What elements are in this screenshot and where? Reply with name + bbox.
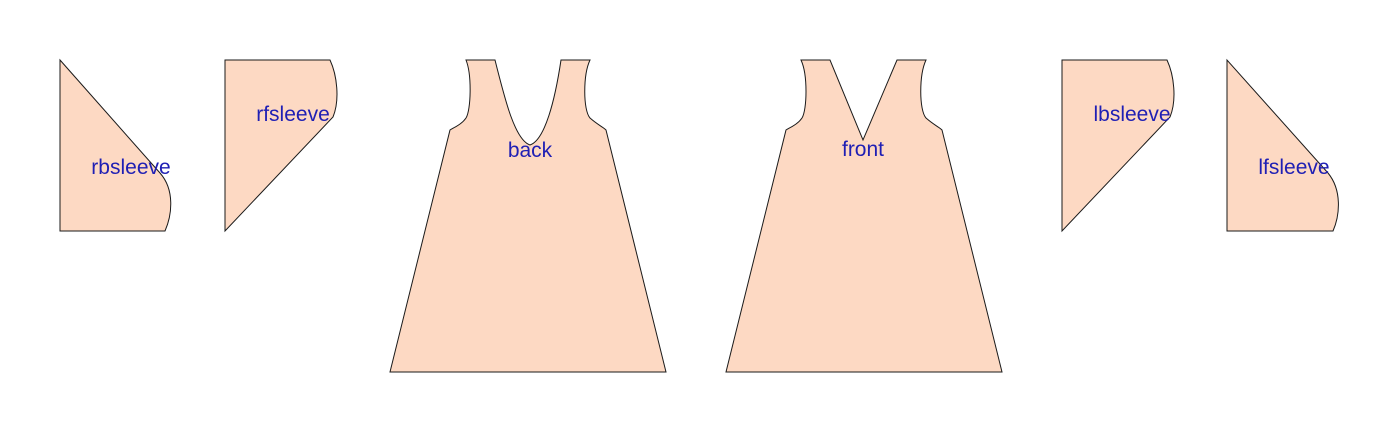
- rbsleeve-shape: [59, 58, 172, 232]
- back-shape: [389, 59, 667, 373]
- lbsleeve-piece: lbsleeve: [1061, 59, 1175, 233]
- rbsleeve-label: rbsleeve: [91, 156, 170, 179]
- front-label: front: [842, 138, 884, 161]
- rbsleeve-piece: rbsleeve: [59, 58, 172, 232]
- rfsleeve-piece: rfsleeve: [224, 59, 338, 233]
- lfsleeve-piece: lfsleeve: [1226, 58, 1339, 232]
- front-piece: front: [725, 59, 1003, 373]
- back-label: back: [508, 139, 553, 162]
- lfsleeve-label: lfsleeve: [1258, 156, 1329, 179]
- lfsleeve-shape: [1226, 58, 1339, 232]
- rfsleeve-label: rfsleeve: [256, 103, 330, 126]
- rfsleeve-shape: [224, 59, 338, 233]
- front-shape: [725, 59, 1003, 373]
- back-piece: back: [389, 59, 667, 373]
- lbsleeve-label: lbsleeve: [1093, 103, 1170, 126]
- lbsleeve-shape: [1061, 59, 1175, 233]
